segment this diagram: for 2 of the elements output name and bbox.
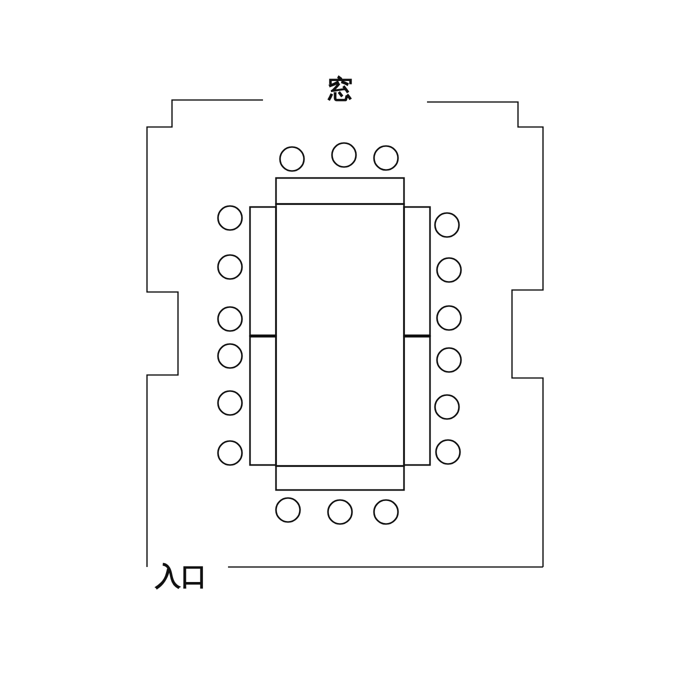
window-label: 窓 — [327, 75, 353, 105]
entrance-label: 入口 — [155, 562, 207, 592]
